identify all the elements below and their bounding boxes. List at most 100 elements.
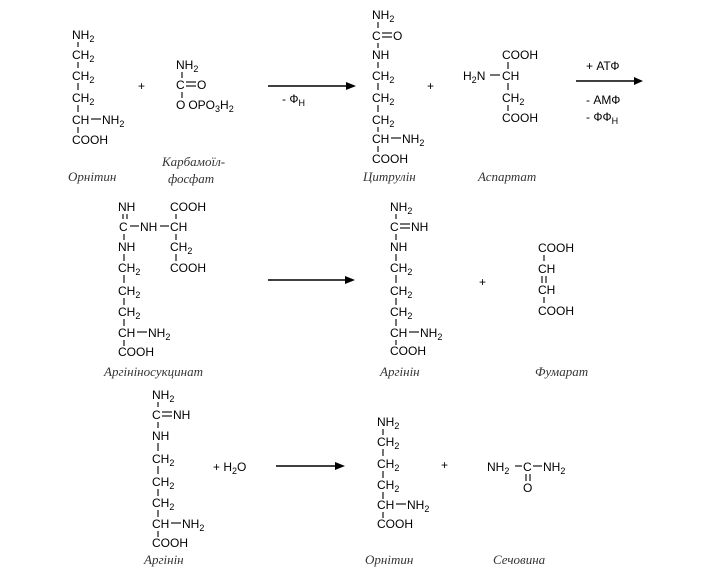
svg-text:NH2: NH2 [402, 132, 424, 148]
svg-text:CH2: CH2 [372, 113, 394, 129]
svg-text:- АМФ: - АМФ [586, 93, 620, 107]
ornithine-structure-2: NH2 CH2 CH2 CH2 CH NH2 COOH [377, 415, 429, 531]
svg-text:CH2: CH2 [118, 305, 140, 321]
svg-text:COOH: COOH [390, 344, 426, 358]
svg-text:CH2: CH2 [390, 261, 412, 277]
label-phosphate: фосфат [168, 171, 214, 186]
svg-text:NH: NH [411, 220, 428, 234]
svg-text:NH: NH [118, 240, 135, 254]
label-carbamoyl: Карбамоїл- [161, 154, 225, 169]
ornithine-structure: NH2 CH2 CH2 CH2 CH NH2 COOH [72, 28, 124, 147]
label-urea: Сечовина [493, 552, 546, 567]
svg-text:CH2: CH2 [170, 240, 192, 256]
svg-text:- ФН: - ФН [282, 92, 305, 108]
reaction-arrow-4-head [335, 462, 345, 470]
label-ornithine-2: Орнітин [365, 552, 413, 567]
reaction-arrow-2: + АТФ - АМФ - ФФН [576, 59, 643, 126]
svg-text:CH2: CH2 [118, 284, 140, 300]
svg-text:NH: NH [140, 220, 157, 234]
svg-text:COOH: COOH [502, 111, 538, 125]
svg-text:CH2: CH2 [390, 284, 412, 300]
svg-text:CH2: CH2 [118, 261, 140, 277]
svg-text:CH: CH [377, 498, 394, 512]
svg-text:COOH: COOH [152, 536, 188, 550]
svg-text:NH2: NH2 [372, 8, 394, 24]
urea-structure: NH2 C NH2 O [487, 460, 565, 495]
arginine-structure: NH2 C NH NH CH2 CH2 CH2 CH NH2 COOH [390, 200, 442, 358]
svg-text:O: O [393, 29, 402, 43]
citrulline-structure: NH2 C O NH CH2 CH2 CH2 CH NH2 COOH [372, 8, 424, 166]
svg-text:NH: NH [118, 200, 135, 214]
plus-sign: + [138, 79, 145, 93]
svg-text:C: C [176, 78, 185, 92]
svg-text:NH2: NH2 [377, 415, 399, 431]
svg-text:NH: NH [173, 408, 190, 422]
label-arginine-2: Аргінін [143, 552, 184, 567]
svg-text:CH2: CH2 [152, 452, 174, 468]
svg-text:NH2: NH2 [152, 388, 174, 404]
label-aspartate: Аспартат [477, 169, 536, 184]
reaction-arrow-1: - ФН [268, 82, 356, 108]
svg-text:CH: CH [152, 517, 169, 531]
argininosuccinate-structure: NH C NH CH COOH CH2 COOH NH CH2 CH2 CH2 … [118, 200, 206, 359]
svg-text:+ АТФ: + АТФ [586, 59, 619, 73]
svg-text:CH: CH [538, 283, 555, 297]
svg-text:COOH: COOH [502, 48, 538, 62]
svg-text:COOH: COOH [372, 152, 408, 166]
svg-text:COOH: COOH [538, 241, 574, 255]
svg-text:NH2: NH2 [176, 58, 198, 74]
svg-text:COOH: COOH [538, 304, 574, 318]
svg-text:C: C [152, 408, 161, 422]
svg-text:CH: CH [72, 113, 89, 127]
svg-text:NH2: NH2 [390, 200, 412, 216]
svg-text:COOH: COOH [170, 261, 206, 275]
svg-text:CH2: CH2 [372, 69, 394, 85]
svg-text:NH2: NH2 [487, 460, 509, 476]
svg-text:C: C [372, 29, 381, 43]
svg-text:CH: CH [390, 326, 407, 340]
plus-sign: + [427, 79, 434, 93]
svg-text:C: C [119, 220, 128, 234]
svg-text:CH2: CH2 [152, 496, 174, 512]
svg-text:CH: CH [170, 220, 187, 234]
svg-text:NH2: NH2 [148, 326, 170, 342]
reaction-arrow-3-head [345, 276, 355, 284]
svg-text:NH2: NH2 [102, 113, 124, 129]
svg-text:O: O [523, 481, 532, 495]
svg-text:COOH: COOH [170, 200, 206, 214]
arginine-structure-2: NH2 C NH NH CH2 CH2 CH2 CH NH2 COOH [152, 388, 204, 550]
svg-text:COOH: COOH [377, 517, 413, 531]
svg-text:O: O [197, 78, 206, 92]
svg-text:COOH: COOH [118, 345, 154, 359]
svg-text:CH: CH [372, 132, 389, 146]
svg-text:CH2: CH2 [377, 435, 399, 451]
water-reactant: + H2O [213, 460, 246, 476]
plus-sign: + [479, 275, 486, 289]
svg-text:CH2: CH2 [152, 475, 174, 491]
aspartate-structure: COOH H2N CH CH2 COOH [463, 48, 538, 125]
svg-text:C: C [390, 220, 399, 234]
svg-text:NH2: NH2 [543, 460, 565, 476]
svg-text:NH2: NH2 [420, 326, 442, 342]
svg-text:CH2: CH2 [390, 305, 412, 321]
svg-text:NH2: NH2 [407, 498, 429, 514]
fumarate-structure: COOH CH CH COOH [538, 241, 574, 318]
svg-text:CH2: CH2 [377, 457, 399, 473]
label-citrulline: Цитрулін [362, 169, 416, 184]
svg-text:H2N: H2N [463, 69, 485, 85]
svg-text:- ФФН: - ФФН [586, 110, 618, 126]
svg-text:CH: CH [502, 69, 519, 83]
svg-text:CH2: CH2 [72, 91, 94, 107]
svg-text:NH: NH [372, 48, 389, 62]
svg-text:NH2: NH2 [72, 28, 94, 44]
svg-text:CH2: CH2 [502, 91, 524, 107]
svg-text:CH2: CH2 [377, 478, 399, 494]
svg-text:NH: NH [390, 240, 407, 254]
label-fumarate: Фумарат [535, 364, 588, 379]
svg-text:NH: NH [152, 429, 169, 443]
label-argininosuccinate: Аргініносукцинат [103, 364, 203, 379]
plus-sign: + [441, 458, 448, 472]
